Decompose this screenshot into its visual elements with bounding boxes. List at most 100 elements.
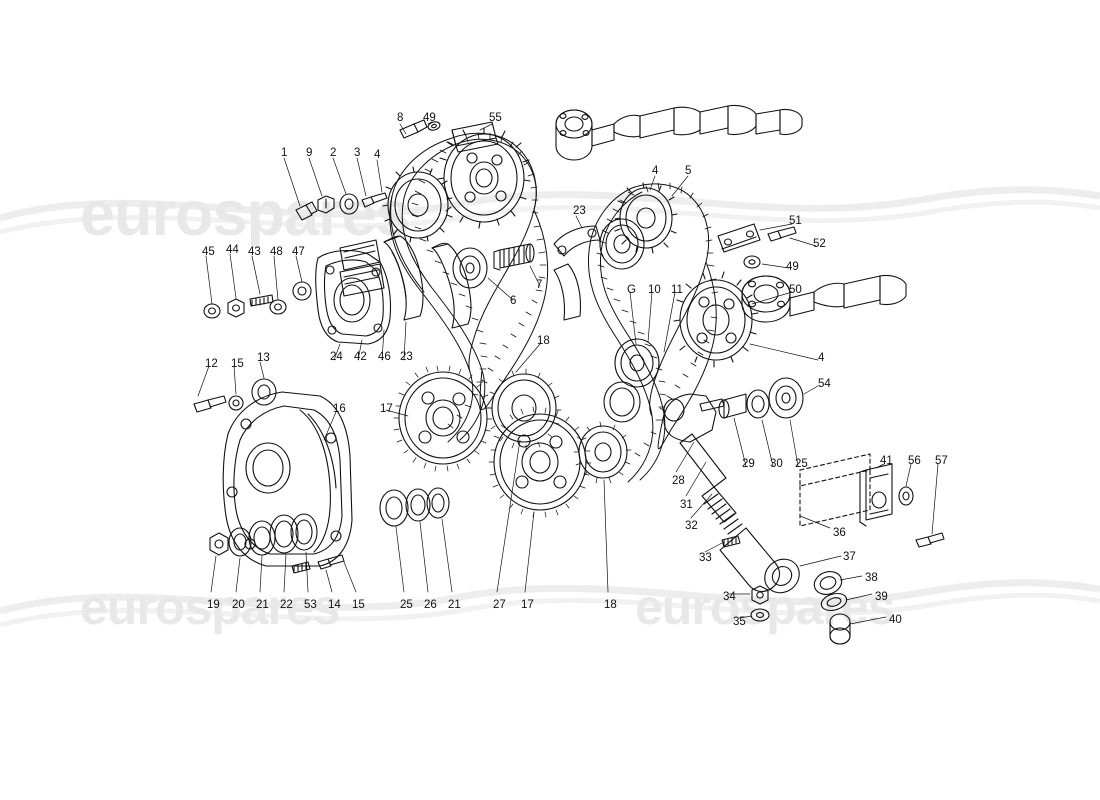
callout-18-upper: 18 — [537, 335, 550, 347]
part-35-washer — [750, 608, 770, 622]
watermark-text-top: eurospares — [80, 179, 411, 249]
leader-lines — [197, 121, 939, 625]
part-30-sleeve — [718, 393, 747, 419]
callout-28: 28 — [672, 475, 685, 487]
callout-15-lower: 15 — [352, 599, 365, 611]
callout-44: 44 — [226, 244, 239, 256]
callout-23-upper: 23 — [573, 205, 586, 217]
part-23-guide-lower — [553, 263, 582, 321]
part-49-washer-right — [743, 255, 761, 269]
part-44-nut — [227, 298, 245, 318]
callout-49-top: 49 — [423, 112, 436, 124]
callout-42: 42 — [354, 351, 367, 363]
callout-27: 27 — [493, 599, 506, 611]
part-52-bolt — [767, 226, 797, 242]
callout-50: 50 — [789, 284, 802, 296]
callout-G: G — [627, 284, 636, 296]
part-57-bolt — [915, 532, 945, 548]
part-21-ring — [426, 487, 450, 519]
callout-8: 8 — [397, 112, 404, 124]
callout-25-bottom: 25 — [400, 599, 413, 611]
watermark-text-bottom-left: eurospares — [80, 579, 341, 635]
callout-15-upper: 15 — [231, 358, 244, 370]
callout-3: 3 — [354, 147, 361, 159]
callout-46: 46 — [378, 351, 391, 363]
callout-53: 53 — [304, 599, 317, 611]
gear-17-upper — [393, 365, 493, 472]
part-33-pin — [721, 535, 741, 548]
callout-22: 22 — [280, 599, 293, 611]
callout-17-bottom: 17 — [521, 599, 534, 611]
callout-16: 16 — [333, 403, 346, 415]
gear-17-mid — [486, 368, 562, 451]
callout-56: 56 — [908, 455, 921, 467]
part-22-seal — [290, 513, 318, 551]
callout-10: 10 — [648, 284, 661, 296]
callout-40: 40 — [889, 614, 902, 626]
callout-17-left: 17 — [380, 403, 393, 415]
part-56-plug — [898, 486, 914, 506]
part-40-cap — [829, 613, 851, 645]
callout-5: 5 — [685, 165, 692, 177]
callout-18-bottom: 18 — [604, 599, 617, 611]
callout-35: 35 — [733, 616, 746, 628]
part-1-pin — [295, 201, 318, 221]
part-14-bolt — [317, 554, 345, 570]
callout-45: 45 — [202, 246, 215, 258]
part-25-plug — [746, 389, 770, 419]
callout-49-right: 49 — [786, 261, 799, 273]
part-6-roller — [452, 247, 488, 289]
callout-55: 55 — [489, 112, 502, 124]
gear-mid-lower-small — [603, 381, 641, 423]
callout-32: 32 — [685, 520, 698, 532]
callout-24: 24 — [330, 351, 343, 363]
callout-31: 31 — [680, 499, 693, 511]
callout-43: 43 — [248, 246, 261, 258]
callout-20: 20 — [232, 599, 245, 611]
callout-4-topright: 4 — [652, 165, 659, 177]
callout-33: 33 — [699, 552, 712, 564]
callout-9: 9 — [306, 147, 313, 159]
callout-41: 41 — [880, 455, 893, 467]
callout-7: 7 — [536, 279, 543, 291]
part-41-housing — [859, 463, 893, 527]
callout-12: 12 — [205, 358, 218, 370]
part-7-shaft — [493, 243, 535, 271]
chain-guide-rail-left — [383, 235, 424, 321]
callout-4-right: 4 — [818, 352, 825, 364]
part-2-washer — [339, 193, 359, 215]
chain-guide-rail-right — [431, 242, 472, 329]
camshaft-lower-right — [741, 274, 907, 323]
part-8-bolt — [399, 119, 428, 139]
tensioner-body-28 — [663, 393, 737, 523]
part-51-plate — [717, 223, 761, 253]
sprocket-top-left-small — [382, 166, 453, 243]
callout-36: 36 — [833, 527, 846, 539]
part-50-sprocket-right — [673, 271, 759, 368]
part-9-hex — [317, 195, 335, 214]
callout-54: 54 — [818, 378, 831, 390]
part-23-guide-upper — [553, 225, 601, 257]
callout-14: 14 — [328, 599, 341, 611]
part-53-spring-pin — [291, 561, 311, 574]
camshaft-upper-right — [555, 104, 803, 161]
part-15-washer — [228, 395, 244, 411]
callout-39: 39 — [875, 591, 888, 603]
callout-48: 48 — [270, 246, 283, 258]
gear-27-lower — [488, 406, 592, 518]
part-3-bolt — [361, 192, 388, 208]
part-34-nut — [751, 585, 769, 605]
chain-links-left — [411, 132, 547, 429]
tensioner-spring-32 — [703, 493, 743, 535]
part-21-seal-b — [269, 514, 299, 554]
callout-6: 6 — [510, 295, 517, 307]
callout-21-b: 21 — [448, 599, 461, 611]
part-19-nut — [209, 532, 229, 556]
part-20-washer — [228, 527, 252, 557]
callout-52: 52 — [813, 238, 826, 250]
sprocket-mid-right — [599, 218, 645, 270]
callout-26: 26 — [424, 599, 437, 611]
gear-mid-upper-small — [614, 338, 660, 388]
callout-29: 29 — [742, 458, 755, 470]
